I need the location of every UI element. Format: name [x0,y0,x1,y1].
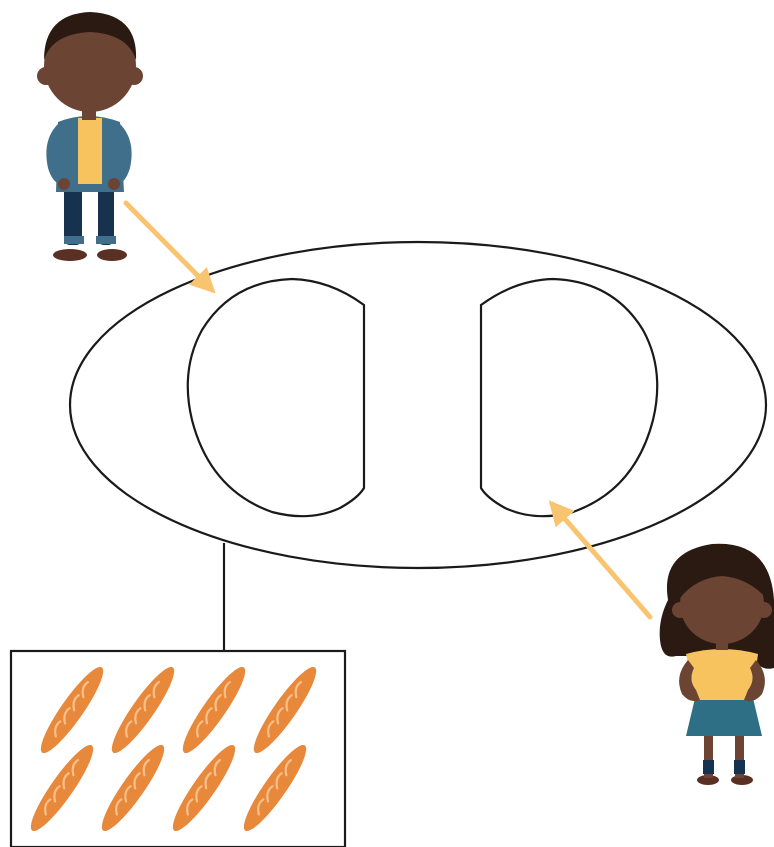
right-part-shape [481,279,657,516]
baguette-icon [23,739,101,837]
arrow-girl-to-right-part [552,504,650,617]
arrow-boy-to-left-part [126,203,212,290]
left-part-shape [188,279,364,516]
baguette-icon [246,661,324,759]
baguette-icon [33,661,111,759]
girl-icon [660,544,774,785]
baguette-icon [165,739,243,837]
outer-ellipse [70,242,766,568]
baguette-icon [94,739,172,837]
baguette-icon [236,739,314,837]
baguette-icon [104,661,182,759]
baguette-group [23,661,324,837]
baguette-icon [175,661,253,759]
boy-icon [37,12,143,261]
